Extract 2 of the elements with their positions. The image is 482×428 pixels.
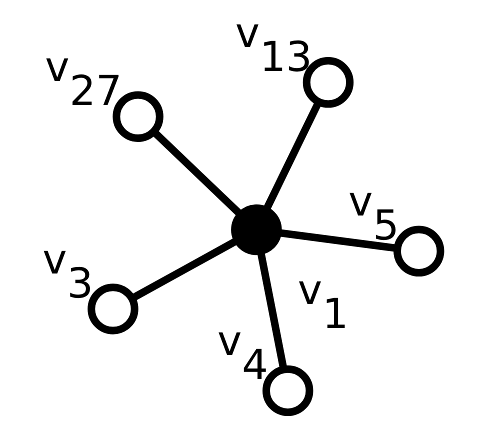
connector [150, 128, 243, 218]
node-circle [230, 204, 282, 256]
